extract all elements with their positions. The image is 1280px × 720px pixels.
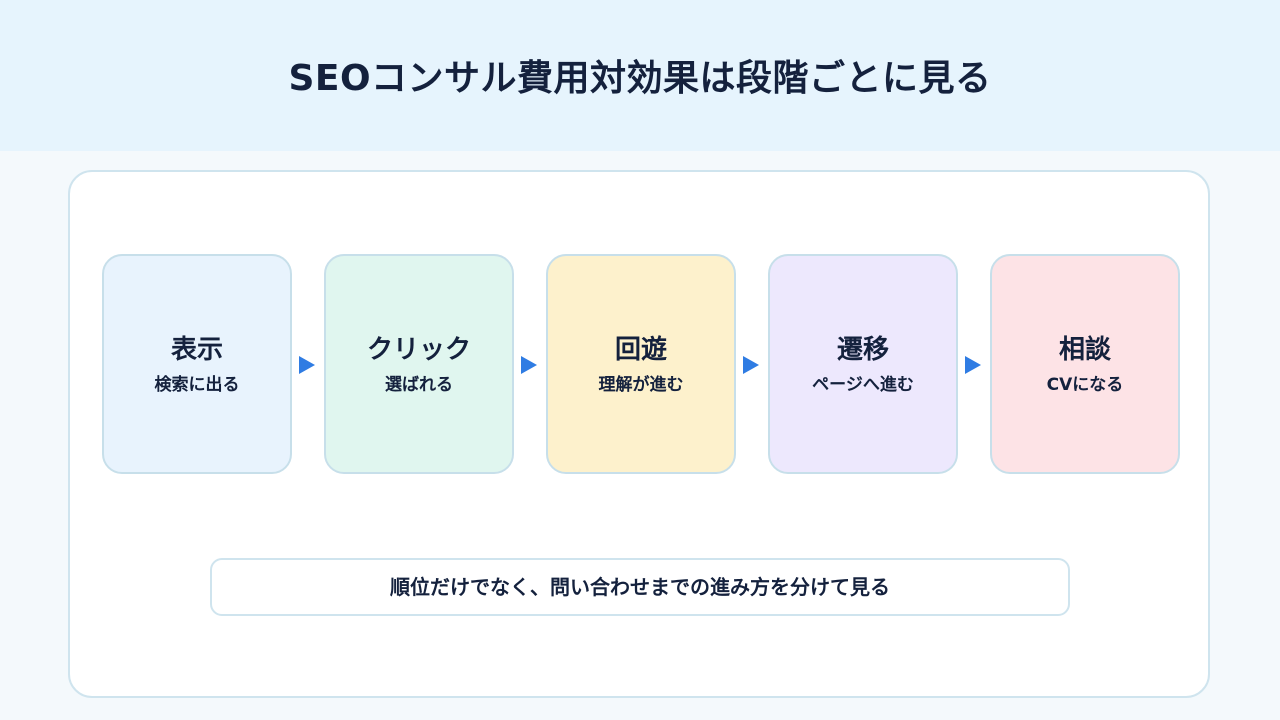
step-click: クリック 選ばれる xyxy=(324,254,514,474)
step-transition: 遷移 ページへ進む xyxy=(768,254,958,474)
step-subtitle: 理解が進む xyxy=(598,375,684,395)
arrow-right-icon xyxy=(521,356,537,374)
step-title: クリック xyxy=(366,335,471,365)
arrow-right-icon xyxy=(743,356,759,374)
step-title: 相談 xyxy=(1058,335,1111,365)
arrow-right-icon xyxy=(965,356,981,374)
arrow-right-icon xyxy=(299,356,315,374)
step-subtitle: 検索に出る xyxy=(154,375,240,395)
step-subtitle: 選ばれる xyxy=(385,375,453,395)
step-title: 表示 xyxy=(170,335,223,365)
step-consultation: 相談 CVになる xyxy=(990,254,1180,474)
step-subtitle: ページへ進む xyxy=(812,375,914,395)
summary-note: 順位だけでなく、問い合わせまでの進み方を分けて見る xyxy=(210,558,1070,616)
step-browse: 回遊 理解が進む xyxy=(546,254,736,474)
page-title: SEOコンサル費用対効果は段階ごとに見る xyxy=(288,58,992,99)
step-title: 遷移 xyxy=(836,335,889,365)
header-band xyxy=(0,0,1280,151)
step-subtitle: CVになる xyxy=(1046,375,1124,395)
step-title: 回遊 xyxy=(614,335,667,365)
step-impression: 表示 検索に出る xyxy=(102,254,292,474)
